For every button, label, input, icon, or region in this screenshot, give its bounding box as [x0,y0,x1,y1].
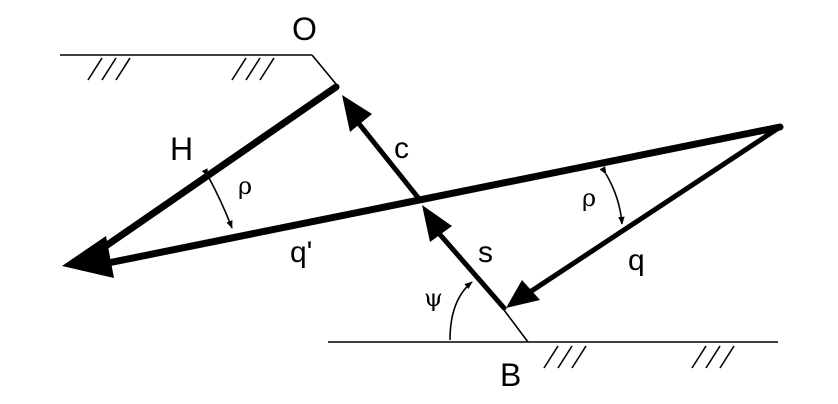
q-prime-arrowhead [62,236,114,278]
label-rho-right: ρ [582,184,596,212]
q-arrowhead [506,280,540,308]
label-H: H [170,131,193,167]
label-q-prime: q' [290,236,312,269]
bottom-ground [328,309,778,369]
c-arrowhead [342,95,372,132]
force-q-prime [62,123,784,278]
label-B: B [500,357,521,393]
force-c [342,95,423,203]
top-ground [60,54,337,85]
angle-psi-arc [449,281,473,341]
label-psi: ψ [424,284,443,312]
angle-rho-left-arc [201,168,233,229]
force-s [422,205,507,311]
label-O: O [292,11,317,47]
label-rho-left: ρ [238,172,252,200]
label-c: c [394,132,409,165]
label-q: q [628,244,645,277]
force-q [506,124,783,308]
angle-rho-right-arc [599,166,625,225]
label-s: s [478,236,493,269]
s-arrowhead [422,205,452,242]
